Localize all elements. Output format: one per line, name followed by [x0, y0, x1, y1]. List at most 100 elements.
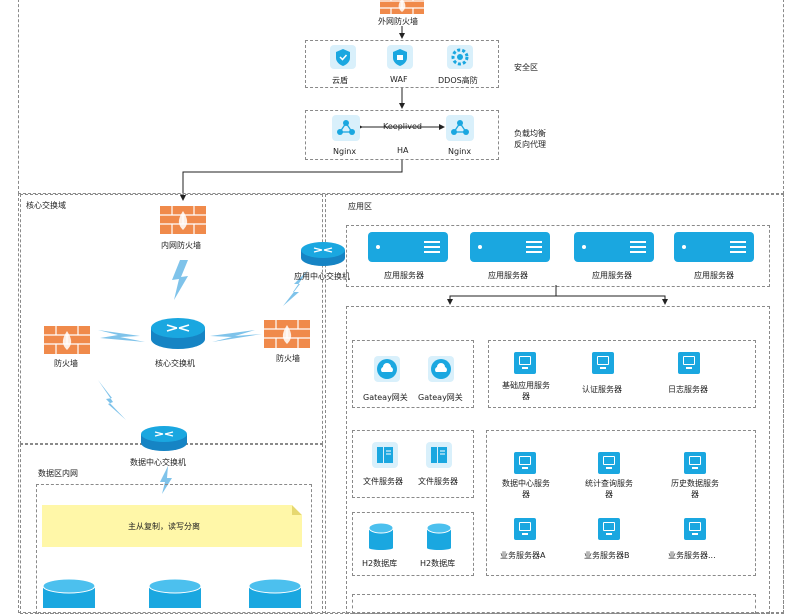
gateway-2-label: Gateay网关	[418, 393, 463, 402]
internet-zone	[18, 0, 784, 194]
app-server-2-label: 应用服务器	[488, 271, 528, 280]
file-server-2-icon	[426, 442, 452, 468]
file-server-1-label: 文件服务器	[363, 477, 403, 486]
core-switch-zone-label: 核心交换域	[26, 201, 66, 210]
lb-label-line1: 负载均衡	[514, 129, 546, 138]
stats-query-server-label: 统计查询服务器	[577, 478, 641, 500]
history-data-server-icon	[684, 452, 706, 474]
ddos-gear-icon	[447, 45, 473, 69]
gateway-2-cloud-icon	[428, 356, 454, 382]
connections-layer	[98, 26, 668, 494]
firewall-right-icon	[264, 320, 310, 348]
load-balancer-box	[305, 110, 499, 160]
gateway-1-label: Gateay网关	[363, 393, 408, 402]
keepalived-label: Keeplived	[383, 122, 422, 131]
app-server-1-icon	[368, 232, 448, 262]
security-zone-box	[305, 40, 499, 88]
replication-note: 主从复制，读写分离	[42, 505, 302, 547]
h2-db-2-label: H2数据库	[420, 559, 456, 568]
arrow-app-to-services-left	[447, 285, 557, 305]
biz-server-b-label: 业务服务器B	[584, 551, 630, 560]
data-center-server-label-l2: 器	[522, 490, 530, 499]
data-dc-switch-label: 数据中心交换机	[130, 458, 186, 467]
nginx-right-icon	[446, 115, 474, 141]
lightning-inner-fw-to-core	[172, 260, 188, 300]
app-server-2-icon	[470, 232, 550, 262]
core-switch-label: 核心交换机	[155, 359, 195, 368]
waf-label: WAF	[390, 75, 408, 84]
app-servers-box	[346, 225, 770, 287]
lightning-data-switch-to-db	[160, 466, 172, 494]
biz-server-b-icon	[598, 518, 620, 540]
arrow-lb-to-inner-firewall	[180, 160, 403, 201]
firewall-right-label: 防火墙	[276, 354, 300, 363]
app-server-3-icon	[574, 232, 654, 262]
h2-db-1-label: H2数据库	[362, 559, 398, 568]
lightning-fw-left-to-data-switch	[98, 380, 126, 420]
log-server-icon	[678, 352, 700, 374]
log-server-label: 日志服务器	[668, 385, 708, 394]
firewall-left-icon	[44, 326, 90, 354]
file-server-2-label: 文件服务器	[418, 477, 458, 486]
app-dc-switch-icon	[301, 242, 345, 266]
nginx-left-icon	[332, 115, 360, 141]
auth-server-label: 认证服务器	[582, 385, 622, 394]
data-center-server-label: 数据中心服务器	[494, 478, 558, 500]
basic-app-server-label: 基础应用服务器	[494, 380, 558, 402]
h2-db-1-icon	[368, 522, 394, 550]
history-data-server-label: 历史数据服务器	[663, 478, 727, 500]
data-center-server-icon	[514, 452, 536, 474]
lightning-links	[98, 260, 308, 494]
lightning-core-to-fw-right	[210, 330, 262, 342]
nginx-right-label: Nginx	[448, 147, 472, 156]
nginx-left-label: Nginx	[333, 147, 357, 156]
data-zone-label: 数据区内网	[38, 469, 78, 478]
replication-note-text: 主从复制，读写分离	[128, 522, 200, 531]
arrow-app-to-services-right	[556, 295, 668, 305]
app-zone-label: 应用区	[348, 202, 372, 211]
data-center-server-label-l1: 数据中心服务	[502, 479, 550, 488]
waf-icon	[387, 45, 413, 69]
auth-server-icon	[592, 352, 614, 374]
gateway-1-cloud-icon	[374, 356, 400, 382]
biz-server-more-icon	[684, 518, 706, 540]
data-dc-switch-icon	[141, 426, 187, 451]
inner-firewall-icon	[160, 206, 206, 234]
history-data-server-label-l2: 器	[691, 490, 699, 499]
data-services-box	[486, 430, 756, 576]
app-server-1-label: 应用服务器	[384, 271, 424, 280]
history-data-server-label-l1: 历史数据服务	[671, 479, 719, 488]
biz-server-a-icon	[514, 518, 536, 540]
biz-server-a-label: 业务服务器A	[500, 551, 546, 560]
basic-app-server-label-l1: 基础应用服务	[502, 381, 550, 390]
inner-firewall-label: 内网防火墙	[161, 241, 201, 250]
cloud-shield-icon	[330, 45, 356, 69]
gateway-group-box	[352, 340, 474, 408]
database-icon-1	[42, 578, 96, 608]
stats-query-server-icon	[598, 452, 620, 474]
app-server-3-label: 应用服务器	[592, 271, 632, 280]
basic-app-server-label-l2: 器	[522, 392, 530, 401]
database-icon-2	[148, 578, 202, 608]
firewall-left-label: 防火墙	[54, 359, 78, 368]
ha-label: HA	[397, 146, 409, 155]
stats-query-server-label-l2: 器	[605, 490, 613, 499]
bottom-partial-box	[352, 594, 756, 614]
cloud-shield-label: 云盾	[332, 76, 348, 85]
app-server-4-label: 应用服务器	[694, 271, 734, 280]
ddos-label: DDOS高防	[438, 76, 478, 85]
biz-server-more-label: 业务服务器...	[668, 551, 716, 560]
h2-database-group-box	[352, 512, 474, 576]
security-zone-label: 安全区	[514, 63, 538, 72]
basic-app-server-icon	[514, 352, 536, 374]
h2-db-2-icon	[426, 522, 452, 550]
outer-firewall-label: 外网防火墙	[378, 17, 418, 26]
basic-services-box	[488, 340, 756, 408]
stats-query-server-label-l1: 统计查询服务	[585, 479, 633, 488]
lightning-fw-right-to-app-switch	[283, 270, 308, 306]
database-icon-3	[248, 578, 302, 608]
file-server-group-box	[352, 430, 474, 498]
lb-label-line2: 反向代理	[514, 140, 546, 149]
file-server-1-icon	[372, 442, 398, 468]
lightning-fw-left-to-core	[98, 330, 145, 342]
